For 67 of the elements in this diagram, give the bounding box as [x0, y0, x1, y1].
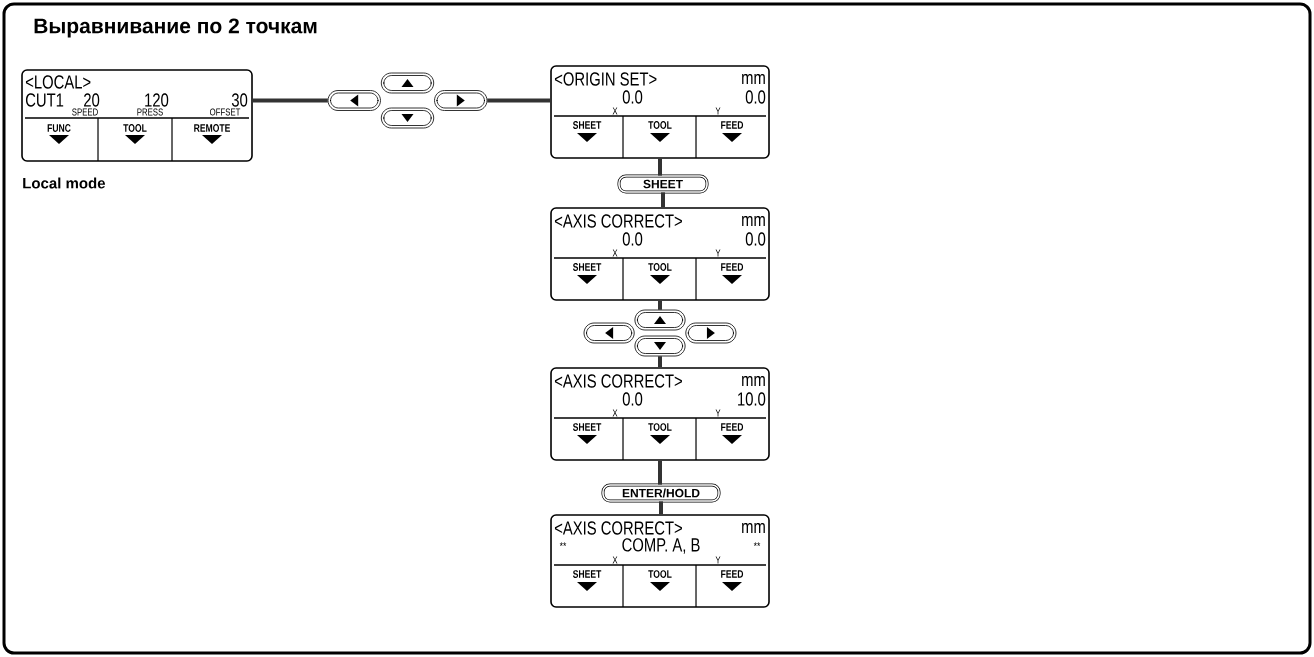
screen-label: **: [753, 542, 761, 547]
softkey-label: SHEET: [572, 121, 602, 129]
lcd-screen: [550, 207, 770, 301]
screen-label: SPEED: [72, 108, 98, 116]
connector-line: [658, 158, 662, 176]
screen-text: <ORIGIN SET>: [554, 72, 657, 86]
connector-line: [661, 192, 665, 208]
lcd-screen: [550, 65, 770, 159]
softkey-label: TOOL: [648, 263, 672, 271]
screen-text: mm: [742, 215, 765, 227]
screen-text: <AXIS CORRECT>: [554, 214, 682, 228]
softkey-label: FUNC: [47, 124, 71, 132]
screen-text: <AXIS CORRECT>: [554, 374, 682, 388]
screen-label: Y: [715, 556, 721, 564]
softkey-label: SHEET: [572, 263, 602, 271]
connector-line: [252, 98, 328, 103]
softkey-label: TOOL: [648, 121, 672, 129]
screen-label: Y: [715, 107, 721, 115]
screen-text: mm: [742, 375, 765, 387]
arrow-keys-drawing: [327, 72, 488, 129]
key-button: SHEET: [617, 174, 709, 194]
screen-text: 0.0: [745, 232, 766, 246]
screen-text: <LOCAL>: [25, 75, 91, 89]
screen-label: OFFSET: [210, 108, 241, 116]
connector-line: [659, 501, 663, 515]
screen-text: mm: [742, 73, 765, 85]
screen-text: 0.0: [745, 90, 766, 104]
screen-label: X: [612, 107, 618, 115]
screen-text: 0.0: [622, 392, 643, 406]
softkey-label: REMOTE: [194, 124, 230, 132]
softkey-label: SHEET: [572, 570, 602, 578]
softkey-label: TOOL: [123, 124, 147, 132]
screen-text: mm: [742, 522, 765, 534]
softkey-label: SHEET: [572, 423, 602, 431]
screen-text: COMP. A, B: [622, 538, 700, 554]
screen-text: 10.0: [738, 392, 766, 406]
softkey-label: FEED: [721, 570, 744, 578]
screen-label: X: [612, 556, 618, 564]
screen-label: X: [612, 409, 618, 417]
screen-text: 0.0: [622, 232, 643, 246]
softkey-label: FEED: [721, 263, 744, 271]
screen-label: Y: [715, 409, 721, 417]
screen-text: 30: [231, 93, 248, 107]
connector-line: [658, 356, 662, 368]
softkey-label: TOOL: [648, 423, 672, 431]
key-button: ENTER/HOLD: [601, 483, 721, 503]
lcd-screen: [21, 69, 253, 162]
connector-line: [658, 300, 662, 310]
screen-label: **: [559, 542, 567, 547]
screen-text: 20: [84, 93, 100, 107]
screen-text: 0.0: [622, 90, 643, 104]
screen-text: 120: [145, 93, 169, 107]
softkey-label: TOOL: [648, 570, 672, 578]
connector-line: [658, 460, 662, 485]
lcd-screen: [550, 514, 770, 608]
screen-label: X: [612, 249, 618, 257]
softkey-label: FEED: [721, 423, 744, 431]
screen-label: PRESS: [137, 108, 163, 116]
screen-text: <AXIS CORRECT>: [554, 521, 682, 535]
lcd-screen: [550, 367, 770, 461]
node-label: Local mode: [23, 177, 106, 189]
connector-line: [487, 98, 551, 103]
softkey-label: FEED: [721, 121, 744, 129]
arrow-keys-drawing: [583, 309, 737, 357]
screen-text: CUT1: [25, 93, 64, 107]
title: Выравнивание по 2 точкам: [34, 18, 317, 38]
screen-label: Y: [715, 249, 721, 257]
